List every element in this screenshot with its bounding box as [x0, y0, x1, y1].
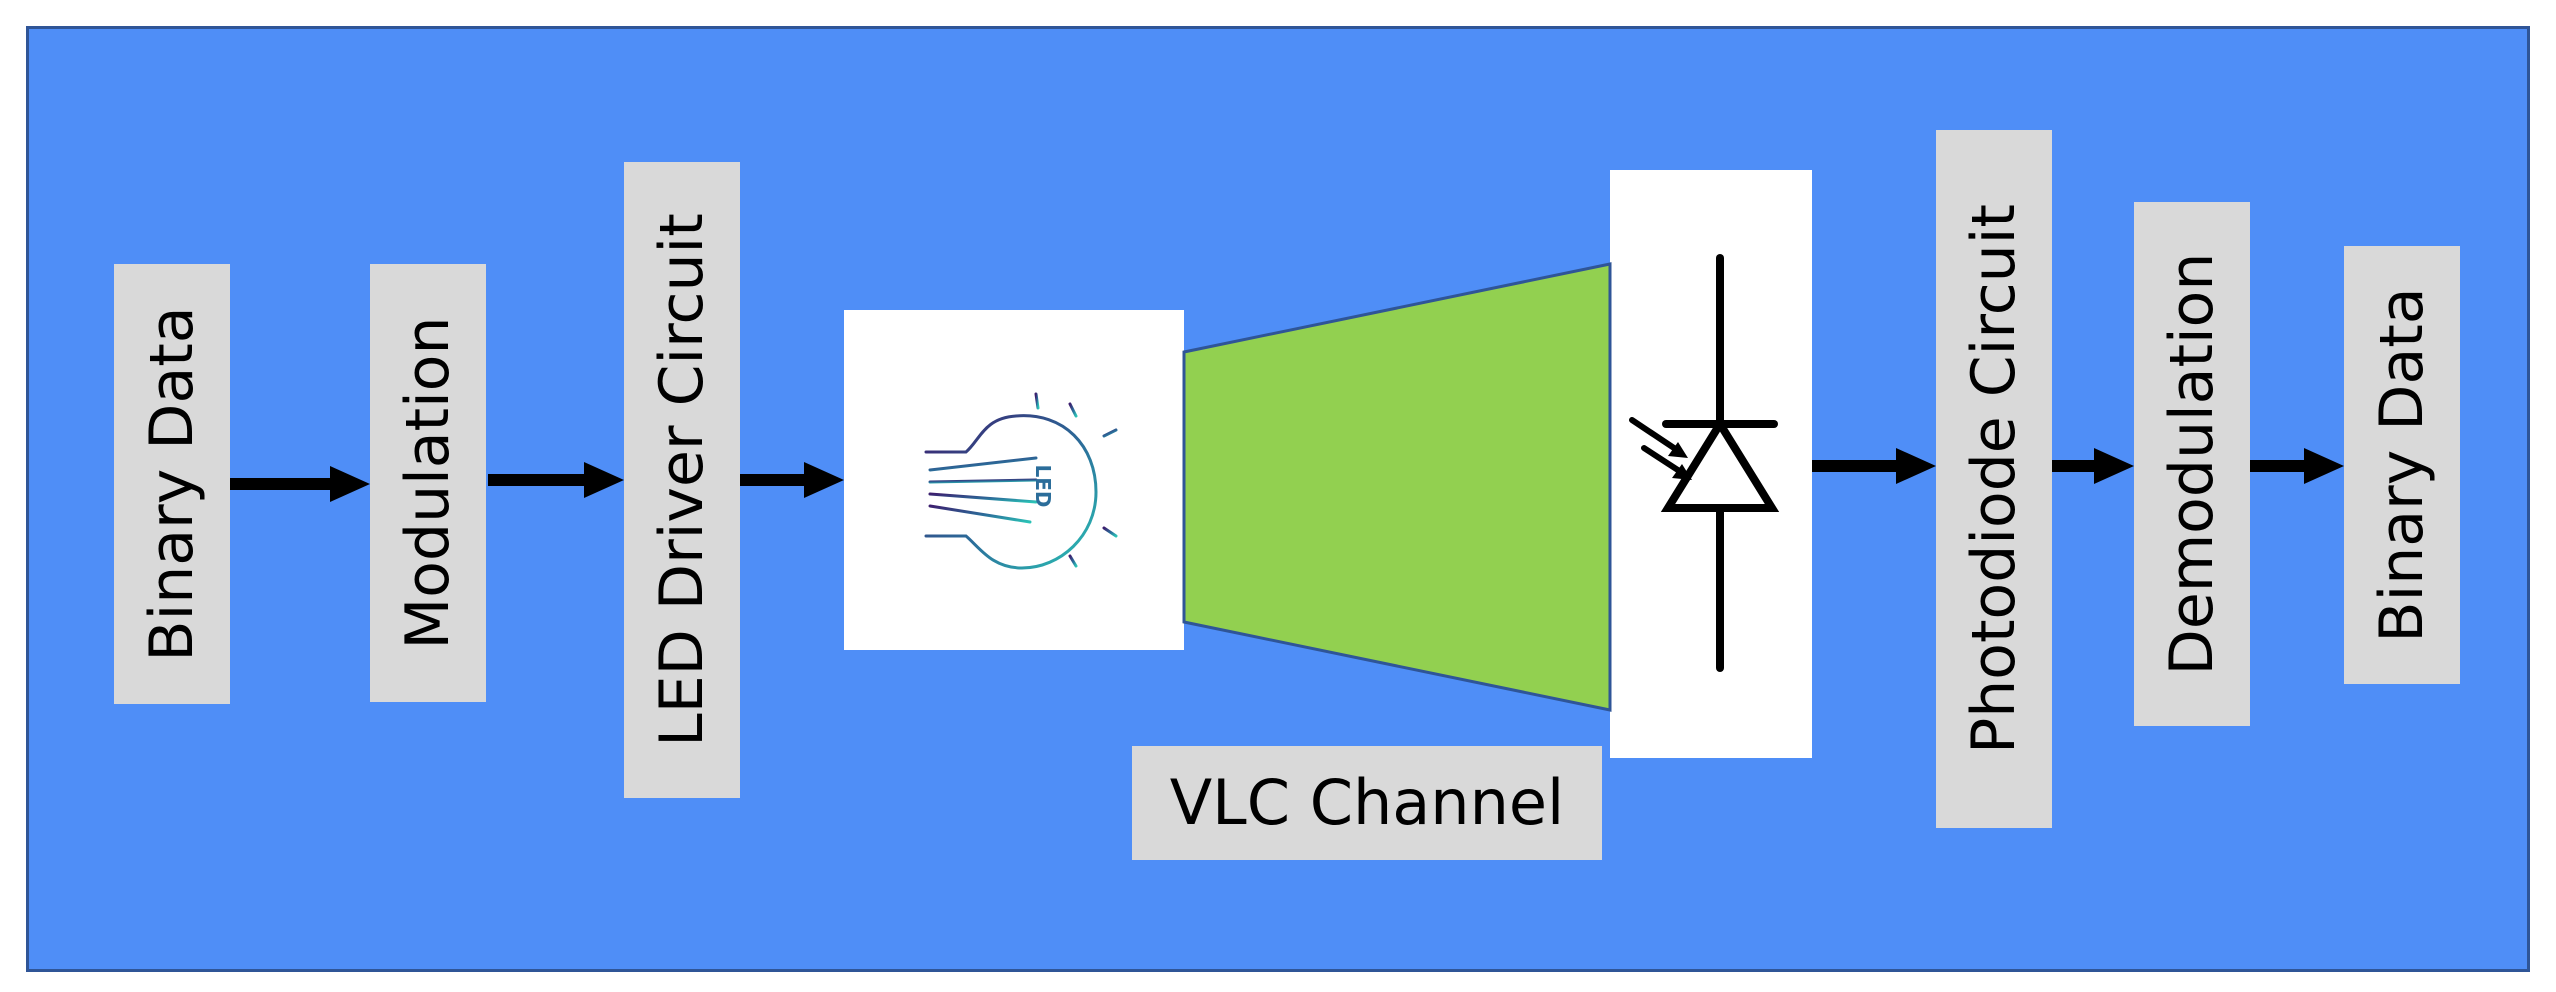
- led-bulb-icon: [894, 376, 1130, 572]
- binary-data-rx-block: Binary Data: [2344, 246, 2460, 684]
- vlc-channel-label: VLC Channel: [1169, 766, 1565, 839]
- vlc-channel-beam: [1182, 262, 1612, 712]
- photodiode-icon: [1629, 254, 1780, 672]
- modulation-block: Modulation: [370, 264, 486, 702]
- led-driver-block: LED Driver Circuit: [624, 162, 740, 798]
- arrow-circuit-to-demodulation: [2052, 448, 2134, 484]
- binary-data-tx-block: Binary Data: [114, 264, 230, 704]
- vlc-channel-box: VLC Channel: [1132, 746, 1602, 860]
- arrow-demodulation-to-binary: [2250, 448, 2344, 484]
- arrow-binary-to-modulation: [230, 466, 370, 502]
- arrow-photodiode-to-circuit: [1812, 448, 1936, 484]
- photodiode-circuit-block: Photodiode Circuit: [1936, 130, 2052, 828]
- flow-arrows: [230, 448, 2344, 502]
- photodiode-icon-box: [1610, 170, 1812, 758]
- arrow-modulation-to-driver: [488, 462, 624, 498]
- arrow-driver-to-led: [740, 462, 844, 498]
- demodulation-block: Demodulation: [2134, 202, 2250, 726]
- led-icon-text: LED: [1031, 464, 1055, 507]
